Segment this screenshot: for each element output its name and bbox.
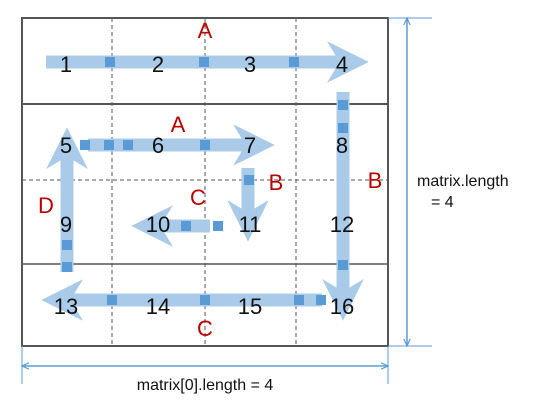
connector-square: [199, 57, 209, 67]
rows-dimension-label: matrix.length: [417, 173, 509, 190]
label-inner-top: A: [171, 112, 186, 137]
connector-square: [338, 100, 348, 110]
cell-number: 15: [238, 294, 262, 319]
cell-number: 4: [336, 52, 348, 77]
label-inner-left: D: [38, 193, 54, 218]
connector-square: [294, 295, 304, 305]
connector-square: [107, 295, 117, 305]
label-outer-bottom: C: [197, 316, 213, 341]
connector-square: [338, 123, 348, 133]
connector-square: [289, 57, 299, 67]
connector-square: [244, 175, 254, 185]
direction-labels: A B C A B C D: [38, 18, 382, 341]
cell-number: 12: [330, 212, 354, 237]
label-inner-bottom: C: [190, 185, 206, 210]
connector-square: [338, 260, 348, 270]
dimension-annotations: matrix.length = 4 matrix[0].length = 4: [22, 18, 509, 394]
label-inner-right: B: [269, 170, 284, 195]
cell-number: 14: [146, 294, 170, 319]
cell-number: 11: [239, 212, 262, 237]
connector-square: [105, 57, 115, 67]
cell-number: 9: [60, 212, 72, 237]
connector-square: [104, 140, 114, 150]
connector-square: [200, 295, 210, 305]
cell-number: 7: [244, 133, 256, 158]
cell-number: 13: [54, 294, 78, 319]
connector-square: [123, 140, 133, 150]
connector-square: [181, 221, 191, 231]
label-outer-right: B: [368, 168, 383, 193]
cell-number: 2: [152, 52, 164, 77]
cell-number: 10: [146, 212, 170, 237]
cols-dimension-label: matrix[0].length = 4: [137, 377, 274, 394]
connector-square: [62, 240, 72, 250]
connector-squares: [62, 57, 348, 305]
connector-square: [213, 221, 223, 231]
cell-number: 1: [60, 52, 72, 77]
label-outer-top: A: [198, 18, 213, 43]
rows-dimension-value: = 4: [431, 194, 454, 211]
cell-numbers: 1 2 3 4 5 6 7 8 9 10 11 12 13 14 15 16: [54, 52, 354, 319]
matrix-grid: [21, 17, 389, 347]
connector-square: [80, 140, 90, 150]
cell-number: 5: [60, 133, 72, 158]
connector-square: [62, 262, 72, 272]
connector-square: [200, 140, 210, 150]
cell-number: 3: [244, 52, 256, 77]
spiral-arrows: [41, 41, 369, 321]
connector-square: [316, 295, 326, 305]
cell-number: 6: [152, 133, 164, 158]
cell-number: 16: [330, 294, 354, 319]
cell-number: 8: [336, 133, 348, 158]
